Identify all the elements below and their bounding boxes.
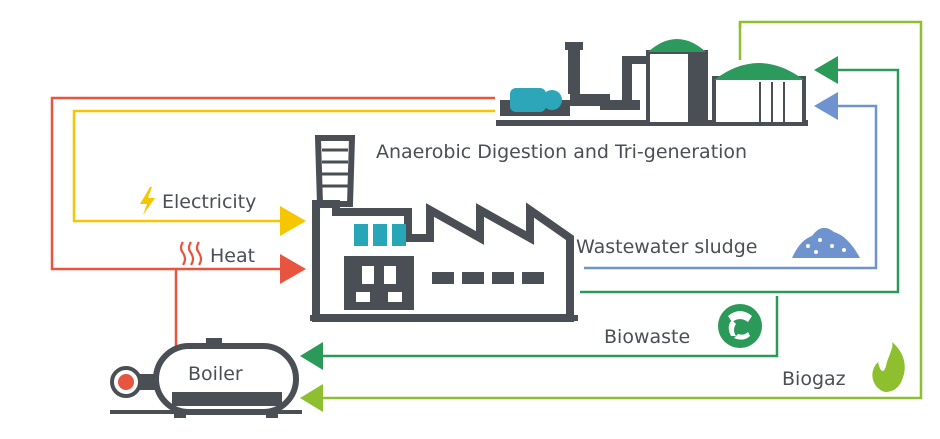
recycle-icon: [718, 304, 762, 348]
heat-arrow: [280, 254, 306, 284]
biowaste-label: Biowaste: [604, 326, 690, 348]
biogaz-label: Biogaz: [782, 368, 846, 390]
biowaste-flow-line: [318, 296, 779, 358]
wastewater-label: Wastewater sludge: [576, 236, 757, 258]
electricity-flow-line: [72, 109, 495, 223]
boiler-label: Boiler: [188, 363, 243, 385]
lightning-icon: [140, 187, 155, 215]
biogaz-arrow: [300, 384, 323, 412]
sludge-pile-icon: [792, 227, 860, 258]
biowaste-arrow: [300, 342, 323, 370]
digestion-label: Anaerobic Digestion and Tri-generation: [376, 141, 747, 163]
flame-icon: [872, 342, 905, 392]
wastewater-flow-line: [584, 104, 878, 270]
electricity-arrow: [280, 206, 306, 236]
biogas-to-plant-line: [580, 68, 900, 294]
factory-illustration: [310, 135, 578, 322]
plant-green-arrow: [814, 56, 838, 84]
heat-flow-line: [50, 96, 495, 271]
heat-waves-icon: [179, 241, 203, 266]
heat-label: Heat: [210, 245, 255, 267]
wastewater-arrow: [814, 92, 838, 120]
digestion-plant-illustration: [496, 39, 808, 126]
boiler-illustration: [110, 338, 302, 418]
electricity-label: Electricity: [162, 191, 256, 213]
